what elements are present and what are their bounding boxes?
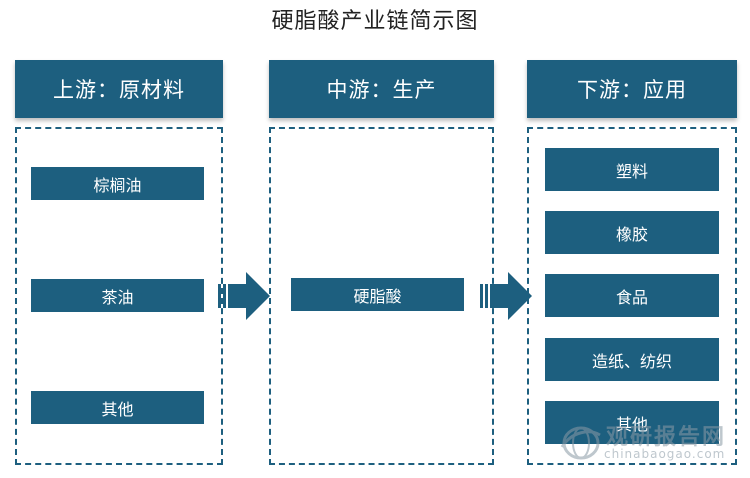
globe-logo-icon bbox=[560, 426, 601, 460]
upstream-item-palm-oil: 棕榈油 bbox=[31, 167, 204, 200]
downstream-item-rubber: 橡胶 bbox=[545, 211, 719, 254]
watermark-url: chinabaogao.com bbox=[604, 447, 726, 461]
downstream-item-plastics: 塑料 bbox=[545, 148, 719, 191]
upstream-item-tea-oil: 茶油 bbox=[31, 279, 204, 312]
watermark-brand: 观研报告网 bbox=[606, 425, 727, 450]
midstream-header: 中游：生产 bbox=[269, 60, 494, 118]
upstream-header: 上游：原材料 bbox=[15, 60, 223, 118]
downstream-item-food: 食品 bbox=[545, 274, 719, 317]
downstream-panel bbox=[527, 127, 737, 465]
flow-arrow-icon bbox=[480, 272, 532, 320]
downstream-header: 下游：应用 bbox=[527, 60, 737, 118]
midstream-item-stearic-acid: 硬脂酸 bbox=[291, 278, 464, 311]
downstream-item-paper-textile: 造纸、纺织 bbox=[545, 338, 719, 381]
upstream-panel bbox=[15, 127, 223, 465]
watermark: 观研报告网 chinabaogao.com bbox=[558, 417, 748, 467]
diagram-title: 硬脂酸产业链简示图 bbox=[271, 9, 479, 34]
upstream-item-other: 其他 bbox=[31, 391, 204, 424]
flow-arrow-icon bbox=[218, 272, 270, 320]
